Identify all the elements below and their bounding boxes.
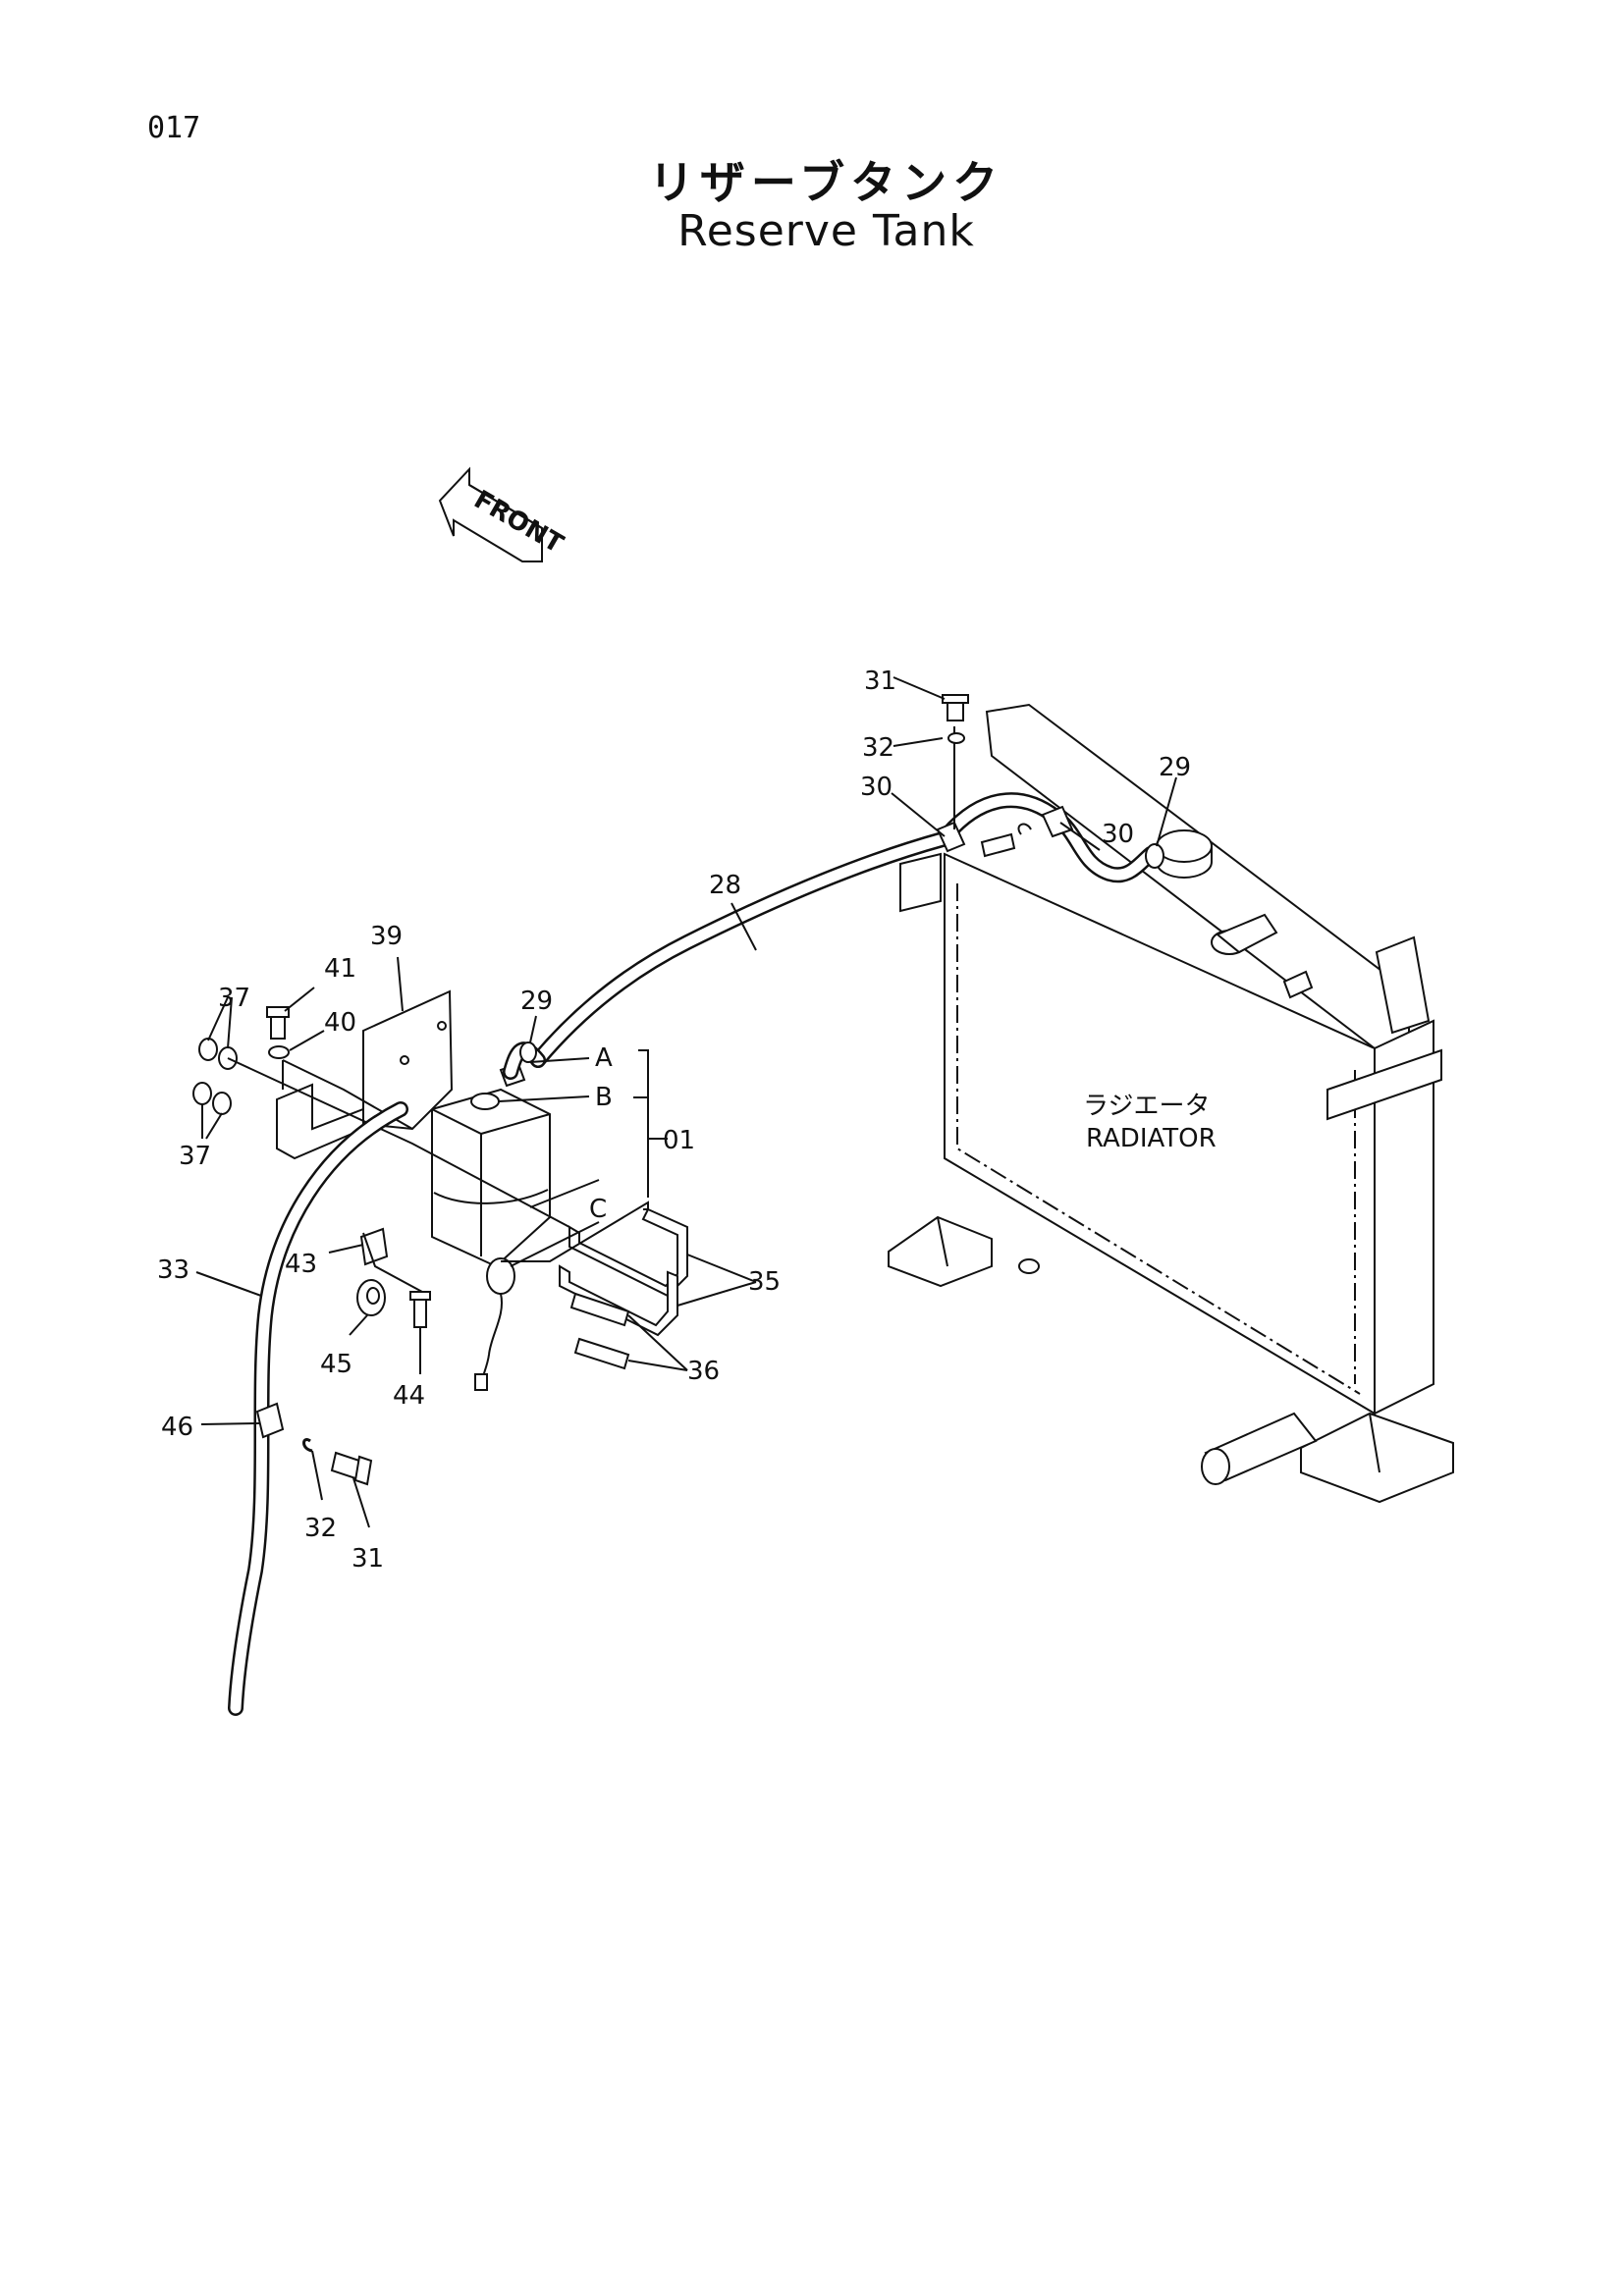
grommet-45 — [356, 1279, 386, 1316]
hose-clamp-29-left — [519, 1041, 537, 1063]
callout-28: 28 — [709, 871, 741, 900]
callout-43: 43 — [285, 1250, 317, 1279]
clamp-30-left — [936, 694, 1016, 858]
hose-clamp-29-right — [1145, 843, 1164, 869]
front-direction-arrow: FRONT — [438, 466, 568, 562]
nuts-37-upper — [198, 1038, 238, 1070]
callout-labels: 31 32 30 30 29 28 39 41 40 37 37 29 A B … — [157, 667, 1191, 1574]
leader-lines — [195, 676, 1177, 1528]
callout-44: 44 — [393, 1381, 425, 1411]
bolt-31-lower — [330, 1451, 373, 1486]
callout-29-left: 29 — [520, 987, 553, 1016]
callout-b: B — [595, 1083, 613, 1112]
bolt-44 — [409, 1291, 431, 1328]
nuts-37-lower — [192, 1082, 232, 1115]
bracket-39 — [276, 989, 454, 1160]
clamp-46 — [255, 1402, 285, 1439]
callout-c: C — [589, 1195, 607, 1224]
bolts-36 — [569, 1292, 630, 1370]
callout-37-top: 37 — [218, 984, 250, 1013]
callout-a: A — [595, 1043, 613, 1073]
callout-30-left: 30 — [860, 773, 893, 802]
callout-31-bottom: 31 — [352, 1544, 384, 1574]
callout-29-right: 29 — [1159, 753, 1191, 782]
reserve-tank — [431, 1041, 551, 1391]
washer-40 — [268, 1045, 290, 1059]
callout-32-top: 32 — [862, 733, 894, 763]
callout-40: 40 — [324, 1008, 356, 1038]
hose-33 — [228, 1101, 408, 1716]
clip-43 — [359, 1227, 389, 1266]
callout-01: 01 — [663, 1126, 695, 1155]
callout-41: 41 — [324, 954, 356, 984]
washer-32-lower — [302, 1438, 313, 1453]
callout-37-bottom: 37 — [179, 1142, 211, 1171]
callout-32-bottom: 32 — [304, 1514, 337, 1543]
page-number: 017 — [147, 111, 201, 145]
bolt-41 — [266, 1006, 290, 1040]
callout-33: 33 — [157, 1255, 189, 1285]
callout-31-top: 31 — [864, 667, 896, 696]
callout-46: 46 — [161, 1413, 193, 1442]
page-title: Reserve Tank — [677, 206, 975, 256]
radiator-assembly: ラジエータ RADIATOR — [888, 703, 1454, 1504]
radiator-label-japanese: ラジエータ — [1083, 1092, 1210, 1121]
callout-36: 36 — [687, 1357, 720, 1386]
clamp-30-right — [1017, 805, 1074, 838]
callout-39: 39 — [370, 922, 403, 951]
callout-35: 35 — [748, 1267, 781, 1297]
page-title-japanese: リザーブタンク — [648, 156, 1004, 209]
hose-28 — [530, 792, 1159, 1068]
callout-30-right: 30 — [1102, 820, 1134, 849]
callout-45: 45 — [320, 1350, 352, 1379]
radiator-label: RADIATOR — [1086, 1124, 1217, 1153]
